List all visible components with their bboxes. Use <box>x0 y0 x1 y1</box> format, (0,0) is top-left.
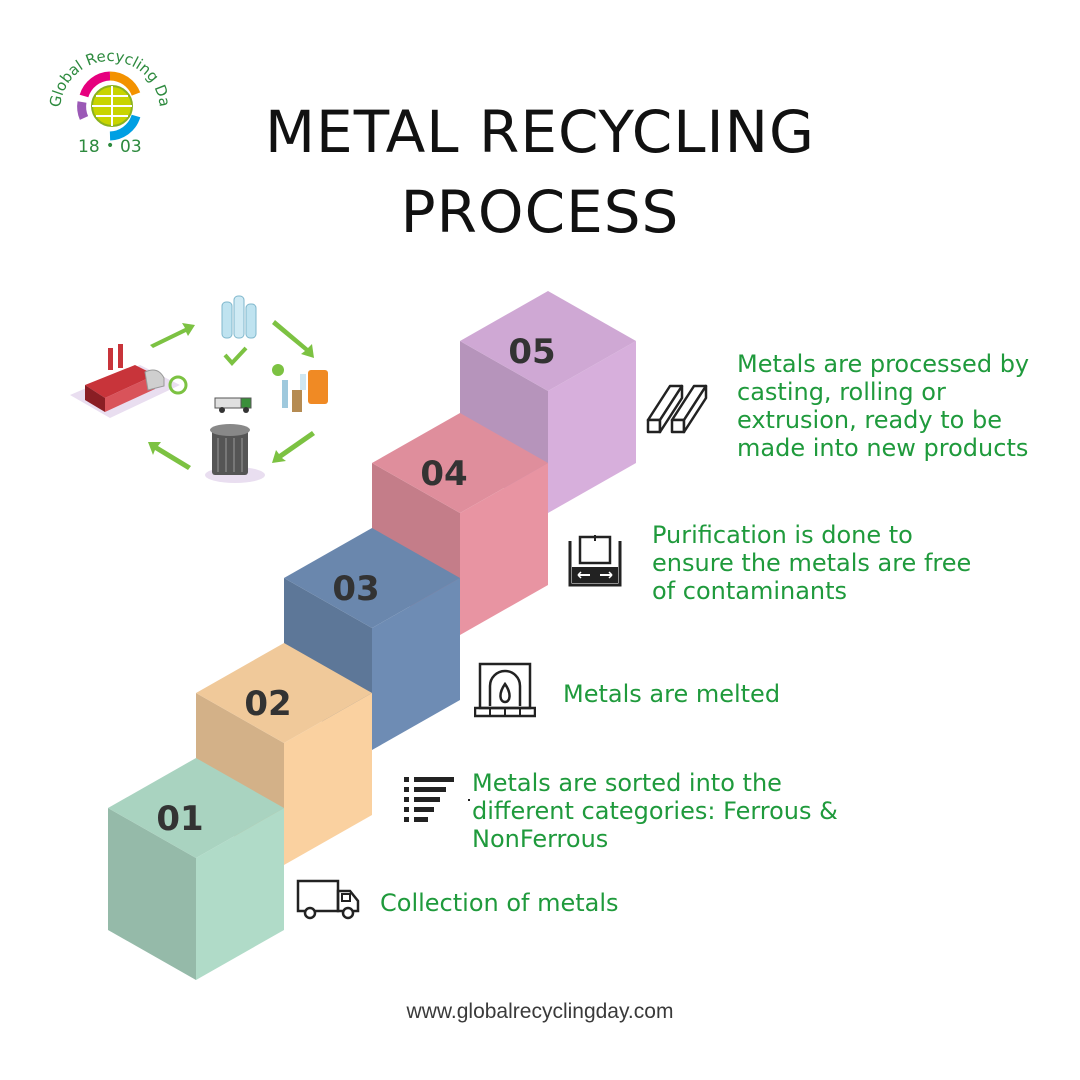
step-02-right-face <box>284 693 372 865</box>
step-05-description: Metals are processed by casting, rolling… <box>737 350 1030 462</box>
step-01-right-face <box>196 808 284 980</box>
step-01-cube: 01 <box>108 758 284 980</box>
step-03-top-face <box>284 528 460 628</box>
recycling-cycle-illustration <box>70 295 328 483</box>
step-01-description: Collection of metals <box>380 889 619 917</box>
step-03-cube: 03 <box>284 528 460 750</box>
furnace-icon <box>474 662 536 718</box>
factory-icon <box>70 344 180 418</box>
logo-date-day: 18 <box>78 137 100 157</box>
step-04-number: 04 <box>420 454 467 494</box>
global-recycling-day-logo: Global Recycling Day 18 • 03 <box>40 36 174 157</box>
logo-date-month: 03 <box>120 137 142 157</box>
garbage-truck-icon <box>214 397 252 413</box>
recycle-small-icon <box>168 375 188 395</box>
plastic-bottles-icon <box>221 295 257 339</box>
truck-icon <box>296 879 360 920</box>
step-02-top-face <box>196 643 372 743</box>
step-03-number: 03 <box>332 569 379 609</box>
metal-bars-icon <box>646 384 708 434</box>
sort-list-icon <box>404 777 470 822</box>
check-icon <box>223 346 248 366</box>
step-04-description: Purification is done to ensure the metal… <box>652 521 972 605</box>
step-04-top-face <box>372 413 548 513</box>
step-01-number: 01 <box>156 799 203 839</box>
page-title-line-2: PROCESS <box>400 178 680 246</box>
trash-can-icon <box>205 424 265 483</box>
step-03-right-face <box>372 578 460 750</box>
footer-url: www.globalrecyclingday.com <box>406 1000 674 1023</box>
step-02-description: Metals are sorted into the different cat… <box>472 769 838 853</box>
recyclable-items-icon <box>272 364 328 412</box>
logo-date-separator: • <box>106 138 114 154</box>
step-05-top-face <box>460 291 636 391</box>
step-01-top-face <box>108 758 284 858</box>
step-02-number: 02 <box>244 684 291 724</box>
step-05-number: 05 <box>508 332 555 372</box>
cycle-arrows <box>148 320 315 470</box>
page-title-line-1: METAL RECYCLING <box>265 98 815 166</box>
purification-tank-icon <box>568 535 622 587</box>
step-05-right-face <box>548 341 636 513</box>
step-04-right-face <box>460 463 548 635</box>
step-03-description: Metals are melted <box>563 680 781 708</box>
step-01-left-face <box>108 808 196 980</box>
